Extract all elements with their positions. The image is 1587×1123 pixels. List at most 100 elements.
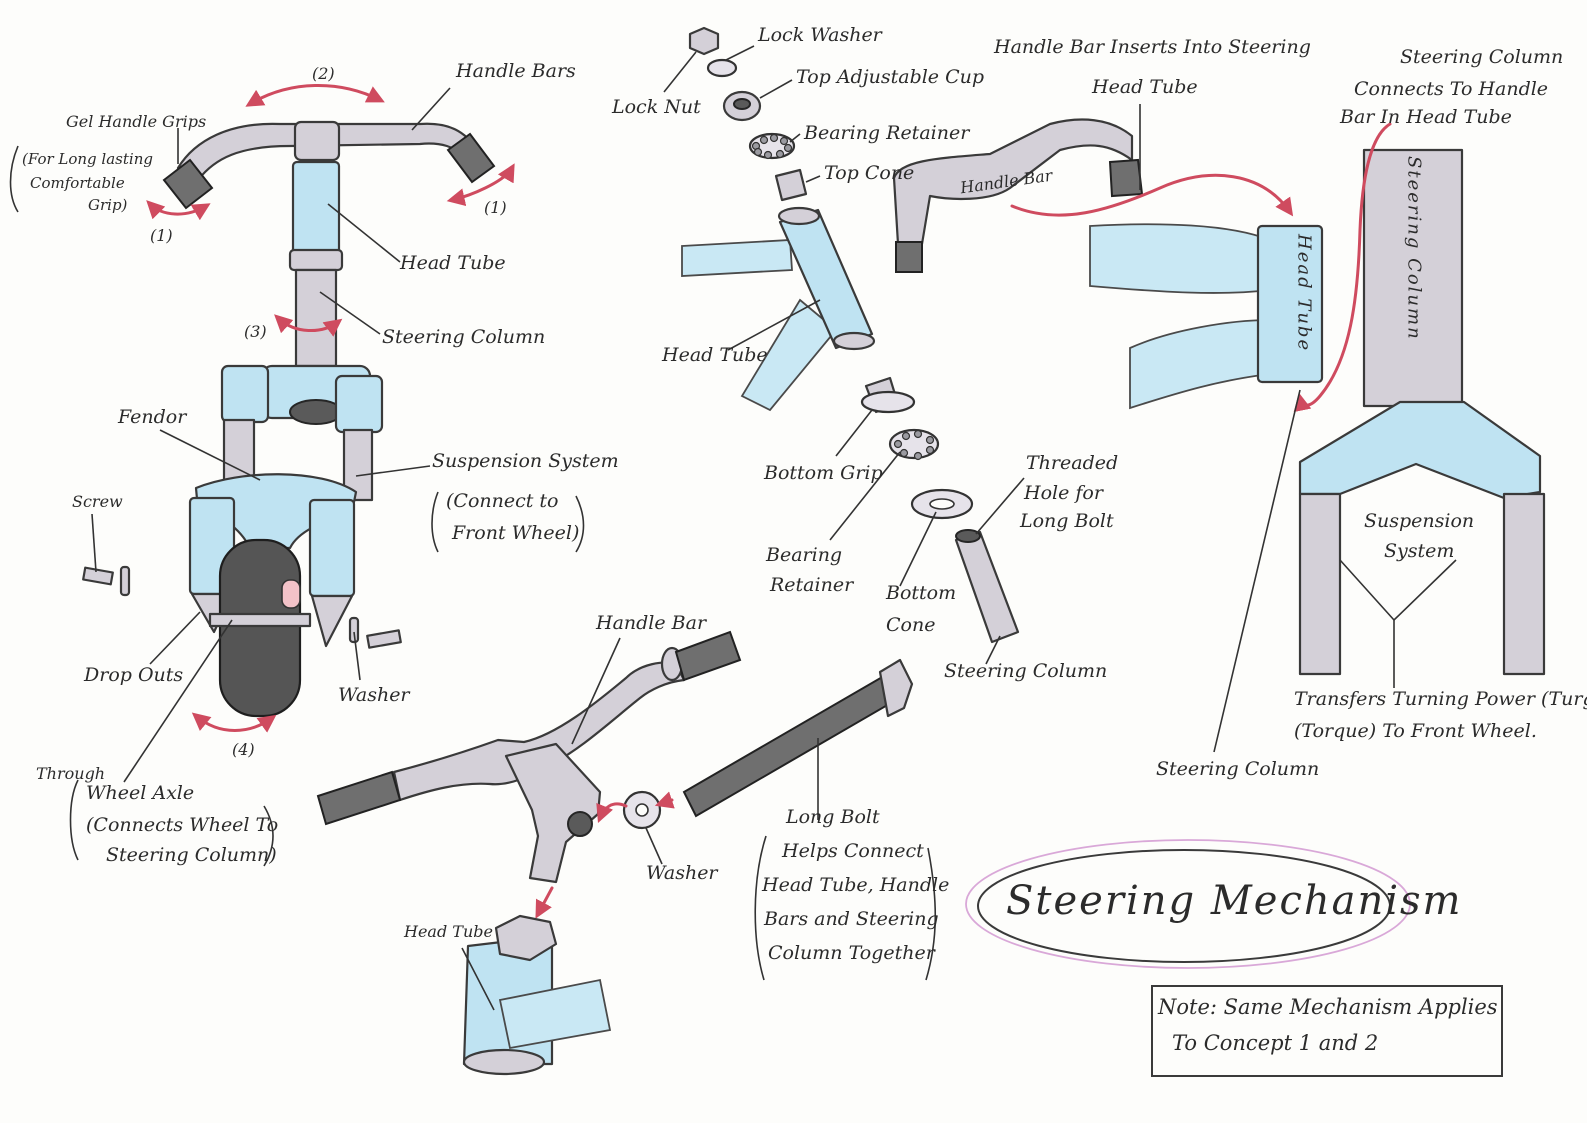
label-axle-line3: (Connects Wheel To: [86, 814, 279, 836]
fork-red-path: [1293, 122, 1392, 413]
fork-steering-column: [1362, 148, 1464, 408]
exploded-headset: [663, 26, 1025, 665]
crown-bore: [289, 399, 343, 425]
leader-screw: [91, 513, 97, 573]
bolt-handle-bar: [392, 661, 686, 802]
label-long-bolt-3: Head Tube, Handle: [762, 874, 950, 896]
label-long-bolt-2: Helps Connect: [782, 840, 924, 862]
bolt-left-grip: [316, 770, 402, 826]
marker-2: (2): [312, 64, 335, 83]
label-threaded-hole: Threaded: [1026, 452, 1119, 474]
label-axle-through: Through: [36, 764, 106, 783]
front-tire: [218, 538, 302, 718]
label-threaded-hole-2: Hole for: [1024, 482, 1103, 504]
marker-1-right: (1): [484, 198, 507, 217]
exploded-steering-column: [954, 530, 1020, 644]
insert-frame-down: [1129, 319, 1271, 410]
bolt-view: [9, 145, 937, 1076]
title-ellipse-outer: [965, 839, 1411, 969]
insert-view: [892, 104, 1324, 410]
right-lower-leg: [308, 498, 356, 598]
label-bolt-washer: Washer: [646, 862, 718, 884]
lock-nut: [688, 26, 720, 56]
leader-washer: [353, 631, 361, 681]
loose-screw-tip: [119, 565, 131, 597]
label-bearing-retainer-top: Bearing Retainer: [804, 122, 970, 144]
marker-3: (3): [244, 322, 267, 341]
label-drop-outs: Drop Outs: [84, 664, 184, 686]
label-fork-suspension-2: System: [1384, 540, 1455, 562]
label-bolt-handle-bar: Handle Bar: [596, 612, 707, 634]
label-front-washer: Washer: [338, 684, 410, 706]
label-insert-heading: Handle Bar Inserts Into Steering: [994, 36, 1311, 58]
insert-bar-stub: [1108, 158, 1144, 198]
leader-suspension: [355, 465, 431, 477]
front-head-tube: [291, 160, 341, 260]
label-insert-head-tube: Head Tube: [1092, 76, 1198, 98]
right-fork-cap: [334, 374, 384, 434]
arrow-2-handlebar-swing: [245, 84, 385, 107]
label-fork-steering-column: Steering Column: [1156, 758, 1320, 780]
arrow-1-right-grip: [446, 163, 515, 207]
leader-handle-bars: [411, 87, 451, 131]
note-line-1: Note: Same Mechanism Applies: [1158, 995, 1498, 1019]
leader-steering-column: [319, 291, 381, 335]
label-fork-column-vertical: Steering Column: [1403, 156, 1425, 341]
bolt-stem: [504, 742, 602, 884]
label-suspension-line3: Front Wheel): [452, 522, 580, 544]
label-bottom-cone: Bottom: [886, 582, 957, 604]
lock-washer: [706, 58, 738, 78]
label-suspension: Suspension System: [432, 450, 619, 472]
note-box: [1151, 985, 1503, 1077]
label-fork-transfers-2: (Torque) To Front Wheel.: [1294, 720, 1537, 742]
leader-axle: [123, 619, 233, 783]
long-bolt-head: [878, 658, 914, 718]
label-suspension-line2: (Connect to: [446, 490, 559, 512]
front-bar-clamp: [293, 120, 341, 162]
left-handle-grip: [162, 158, 214, 210]
arrow-4-wheel-turn: [191, 712, 277, 733]
label-front-head-tube: Head Tube: [400, 252, 506, 274]
leader-head-tube: [327, 203, 401, 263]
label-lock-nut: Lock Nut: [612, 96, 701, 118]
arrow-1-left-grip: [146, 200, 211, 221]
bolt-frame-tube: [498, 978, 612, 1050]
bolt-headset-nut: [494, 914, 558, 962]
label-fork-connects: Steering Column: [1400, 46, 1564, 68]
label-fendor: Fendor: [118, 406, 187, 428]
front-axle: [208, 612, 312, 628]
label-bearing-retainer-bottom: Bearing: [766, 544, 843, 566]
label-grips-line3: Comfortable: [30, 174, 125, 192]
label-fork-suspension: Suspension: [1364, 510, 1475, 532]
fork-crown-right: [1298, 400, 1542, 500]
note-line-2: To Concept 1 and 2: [1172, 1031, 1379, 1055]
loose-washer-bolt: [366, 629, 402, 649]
front-steering-column: [294, 268, 338, 368]
label-handle-bars: Handle Bars: [456, 60, 576, 82]
label-fork-transfers: Transfers Turning Power (Turgy): [1294, 688, 1587, 710]
label-bolt-head-tube: Head Tube: [404, 922, 493, 941]
loose-washer: [348, 616, 360, 644]
label-long-bolt-5: Column Together: [768, 942, 935, 964]
top-cup-inner: [733, 98, 751, 110]
label-threaded-hole-3: Long Bolt: [1020, 510, 1114, 532]
arrow-3-column-turn: [274, 314, 343, 337]
label-insert-head-tube-vertical: Head Tube: [1293, 234, 1315, 353]
label-screw: Screw: [72, 492, 123, 511]
diagram-title: Steering Mechanism: [1006, 878, 1463, 924]
valve-cap: [281, 579, 301, 609]
label-top-cone: Top Cone: [824, 162, 915, 184]
label-lock-washer: Lock Washer: [758, 24, 882, 46]
leader-fendor: [159, 429, 261, 481]
exploded-top-tube: [681, 239, 793, 277]
leader-drop-outs: [149, 611, 201, 665]
label-bearing-retainer-bottom-2: Retainer: [770, 574, 854, 596]
right-drop-out: [310, 594, 354, 648]
label-grips-line4: Grip): [88, 196, 128, 214]
marker-4: (4): [232, 740, 255, 759]
loose-screw: [82, 566, 114, 586]
marker-1-left: (1): [150, 226, 173, 245]
label-long-bolt-4: Bars and Steering: [764, 908, 939, 930]
